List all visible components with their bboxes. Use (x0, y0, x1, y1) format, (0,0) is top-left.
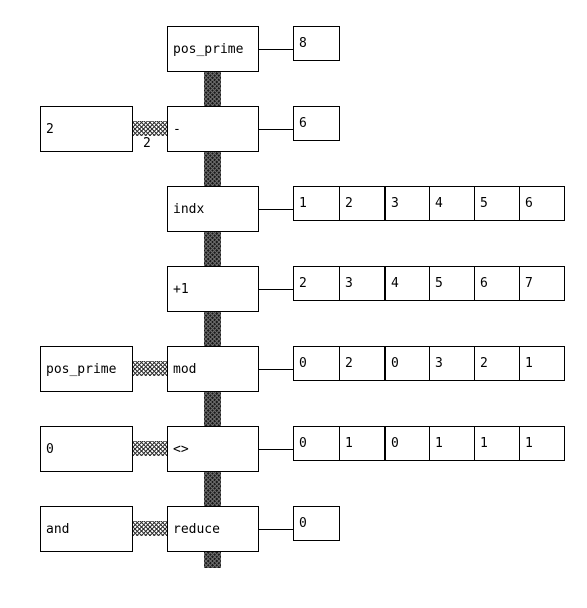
output-cell: 3 (339, 267, 384, 300)
output-cell: 4 (429, 187, 474, 220)
input-link (133, 121, 167, 136)
output-cell: 0 (299, 436, 307, 451)
output-cell: 2 (474, 347, 519, 380)
output-cell: 2 (299, 276, 307, 291)
output-array: 6 (293, 106, 340, 141)
output-connector (259, 529, 293, 530)
output-cell: 8 (299, 36, 307, 51)
side-input-box[interactable]: and (40, 506, 133, 552)
output-cell: 7 (519, 267, 564, 300)
output-cell: 1 (519, 347, 564, 380)
output-connector (259, 369, 293, 370)
output-cell: 4 (384, 267, 429, 300)
output-cell: 2 (339, 187, 384, 220)
side-input-box[interactable]: 2 (40, 106, 133, 152)
output-cell: 5 (429, 267, 474, 300)
op-plus-one[interactable]: +1 (167, 266, 259, 312)
output-cell: 0 (384, 347, 429, 380)
output-connector (259, 129, 293, 130)
output-cell: 0 (299, 356, 307, 371)
output-cell: 2 (339, 347, 384, 380)
output-cell: 1 (299, 196, 307, 211)
spine-connector (204, 312, 221, 346)
output-cell: 1 (474, 427, 519, 460)
output-connector (259, 49, 293, 50)
spine-connector (204, 472, 221, 506)
output-cell: 6 (299, 116, 307, 131)
output-connector (259, 289, 293, 290)
input-link (133, 521, 167, 536)
output-cell: 5 (474, 187, 519, 220)
op-minus[interactable]: - (167, 106, 259, 152)
spine-connector (204, 232, 221, 266)
output-cell: 6 (474, 267, 519, 300)
link-tag: 2 (143, 136, 151, 151)
op-not-equal[interactable]: <> (167, 426, 259, 472)
output-cell: 0 (299, 516, 307, 531)
spine-connector (204, 552, 221, 568)
output-array: 8 (293, 26, 340, 61)
op-reduce[interactable]: reduce (167, 506, 259, 552)
input-link (133, 441, 167, 456)
spine-connector (204, 72, 221, 106)
input-link (133, 361, 167, 376)
output-connector (259, 209, 293, 210)
output-cell: 1 (519, 427, 564, 460)
output-cell: 6 (519, 187, 564, 220)
spine-connector (204, 392, 221, 426)
spine-connector (204, 152, 221, 186)
op-indx[interactable]: indx (167, 186, 259, 232)
op-mod[interactable]: mod (167, 346, 259, 392)
output-cell: 1 (339, 427, 384, 460)
side-input-box[interactable]: 0 (40, 426, 133, 472)
op-pos-prime[interactable]: pos_prime (167, 26, 259, 72)
output-connector (259, 449, 293, 450)
output-cell: 0 (384, 427, 429, 460)
output-cell: 3 (384, 187, 429, 220)
output-cell: 1 (429, 427, 474, 460)
side-input-box[interactable]: pos_prime (40, 346, 133, 392)
output-cell: 3 (429, 347, 474, 380)
output-array: 0 (293, 506, 340, 541)
